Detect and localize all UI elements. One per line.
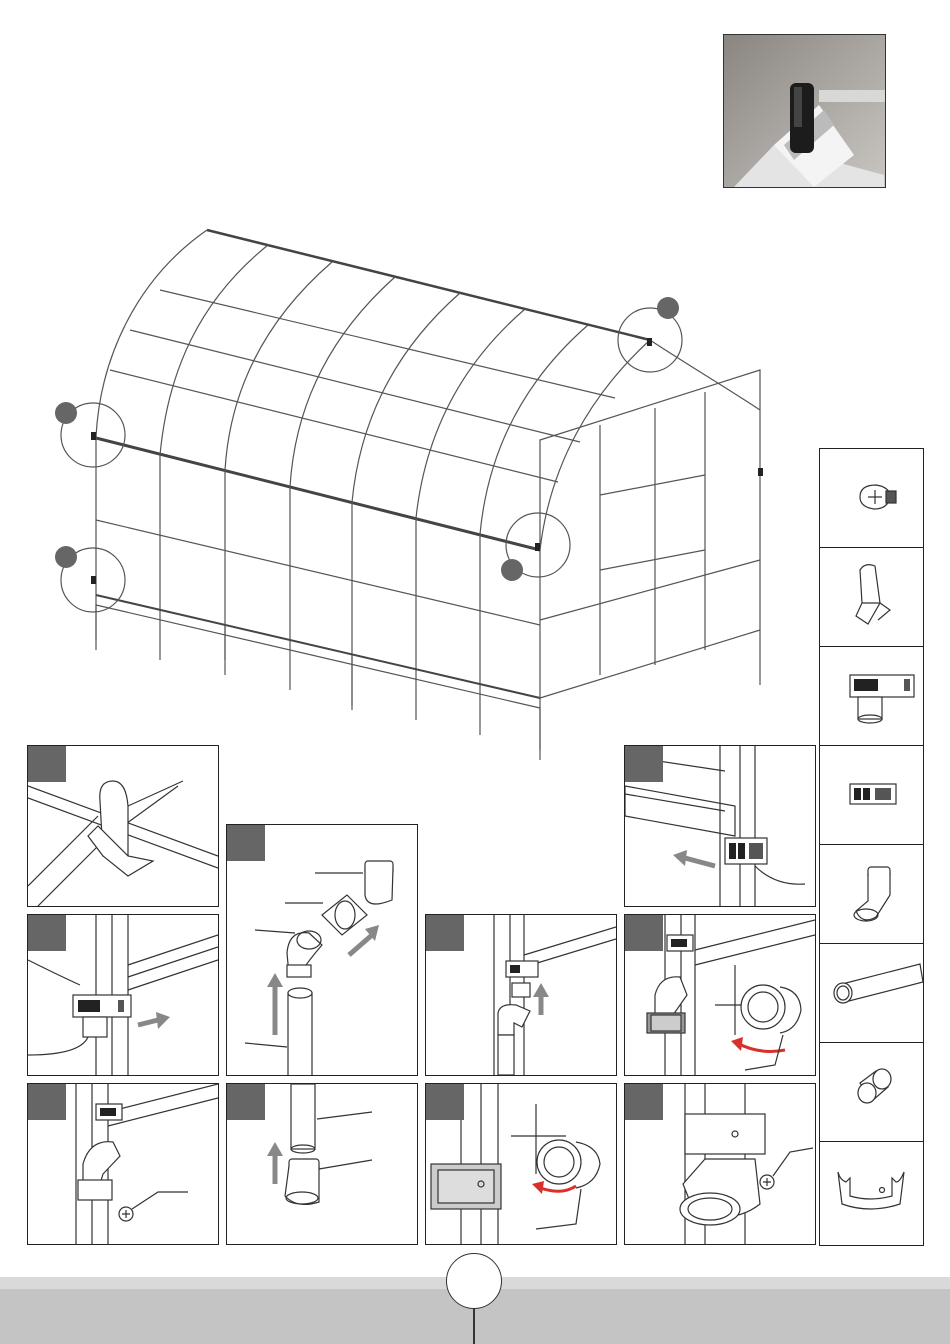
step-10-panel [624,1083,816,1245]
part-clip [820,746,923,845]
greenhouse-overview-drawing [40,220,780,765]
step-5-panel [425,914,617,1076]
clamp-icon [820,1142,923,1241]
part-elbow [820,845,923,944]
page-number-circle [446,1253,502,1309]
step-3-panel [624,745,816,907]
part-clamp [820,1142,923,1241]
step-2-panel [226,824,418,1076]
outlet-icon [820,647,923,746]
part-pipe [820,944,923,1043]
step-7-badge [28,1084,66,1120]
step-6-badge [625,915,663,951]
pipe-icon [820,944,923,1043]
clip-icon [820,746,923,845]
part-screw [820,449,923,548]
step-4-badge [28,915,66,951]
step-6-panel [624,914,816,1076]
step-9-panel [425,1083,617,1245]
step-7-panel [27,1083,219,1245]
step-3-badge [625,746,663,782]
part-outlet [820,647,923,746]
gutter-bracket-photo [723,34,886,188]
end-cap-icon [820,548,923,647]
step-1-panel [27,745,219,907]
page-number-tick [473,1309,475,1344]
step-8-badge [227,1084,265,1120]
step-10-badge [625,1084,663,1120]
step-5-badge [426,915,464,951]
parts-list [819,448,924,1246]
connector-icon [820,1043,923,1142]
part-connector [820,1043,923,1142]
step-1-badge [28,746,66,782]
step-9-badge [426,1084,464,1120]
step-2-badge [227,825,265,861]
screw-icon [820,449,923,548]
elbow-icon [820,845,923,944]
step-8-panel [226,1083,418,1245]
step-4-panel [27,914,219,1076]
part-end-cap [820,548,923,647]
